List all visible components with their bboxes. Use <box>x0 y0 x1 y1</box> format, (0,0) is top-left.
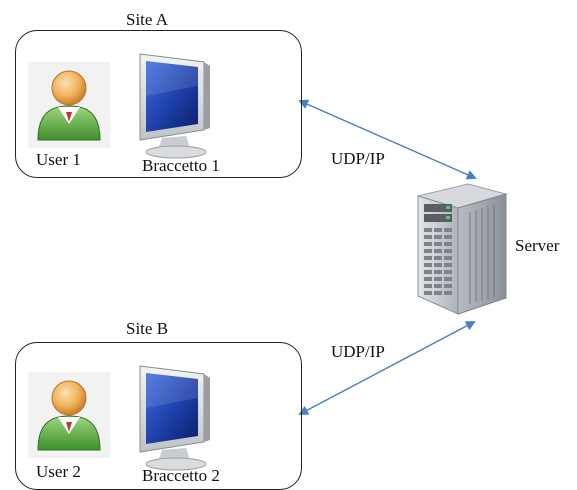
monitor-icon <box>139 365 210 471</box>
user-1-label: User 1 <box>36 150 81 169</box>
connector-site-b <box>298 321 476 415</box>
user-2-label: User 2 <box>36 462 81 481</box>
server-tower-icon <box>416 183 508 315</box>
monitor-icon <box>139 53 210 159</box>
site-a-box <box>15 30 302 178</box>
connector-site-a <box>298 99 477 180</box>
user-icon <box>28 62 110 148</box>
user-icon <box>28 372 110 458</box>
braccetto-2-label: Braccetto 2 <box>142 466 220 485</box>
braccetto-1-label: Braccetto 1 <box>142 156 220 175</box>
server-label: Server <box>515 236 560 255</box>
site-a-title: Site A <box>126 10 169 29</box>
link-label-site-a: UDP/IP <box>331 149 385 168</box>
link-label-site-b: UDP/IP <box>331 342 385 361</box>
site-b-title: Site B <box>126 319 169 338</box>
